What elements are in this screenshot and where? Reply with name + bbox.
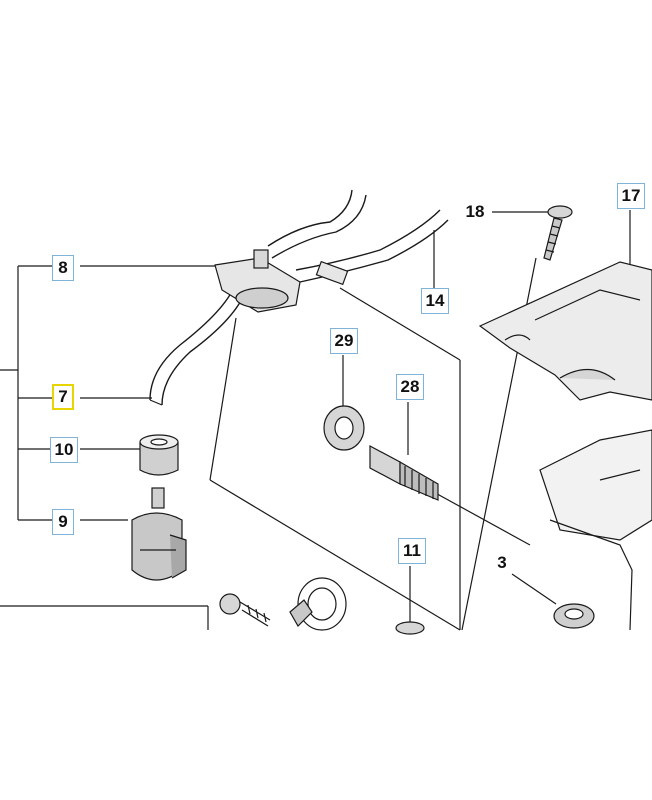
callout-29: 29 (330, 328, 358, 354)
tank-grommet (214, 249, 301, 313)
callout-8: 8 (52, 255, 74, 281)
washer (323, 405, 365, 451)
callout-bracket (0, 265, 52, 521)
bottom-clamp (289, 577, 347, 631)
callout-11: 11 (398, 538, 426, 564)
plug (395, 621, 425, 635)
callout-3: 3 (497, 553, 507, 572)
nut (553, 603, 595, 629)
screw (543, 205, 573, 261)
callout-10: 10 (50, 437, 78, 463)
callout-14: 14 (421, 288, 449, 314)
callout-9: 9 (52, 509, 74, 535)
callout-7-highlighted: 7 (52, 384, 74, 410)
bolt (369, 445, 439, 501)
bottom-spring (219, 593, 271, 627)
cover-plate (478, 261, 652, 401)
callout-18: 18 (465, 202, 485, 221)
assembly-lines (0, 257, 537, 631)
fuel-filter (131, 487, 187, 581)
filter-sleeve (139, 434, 179, 476)
fuel-hose (149, 284, 247, 406)
callout-17: 17 (617, 183, 645, 209)
leader-lines (80, 210, 631, 622)
callout-28: 28 (396, 374, 424, 400)
upper-hose (267, 189, 367, 259)
housing (539, 429, 652, 631)
